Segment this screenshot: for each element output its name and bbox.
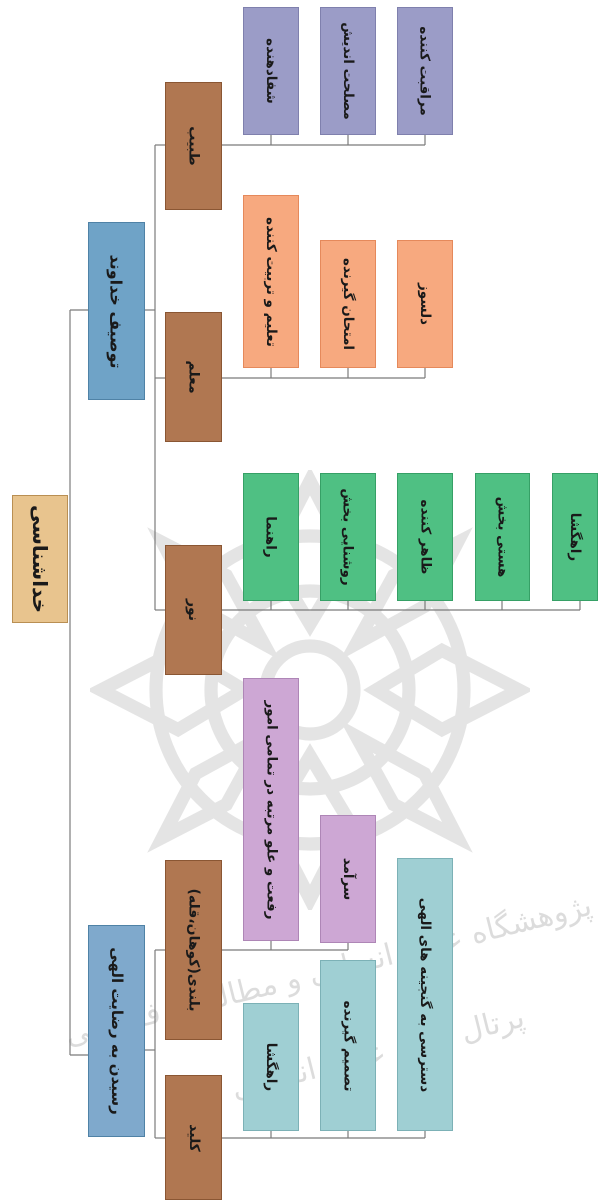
root-label: خداشناسی <box>28 504 53 614</box>
branch-label: رسیدن به رضایت الهی <box>107 947 126 1115</box>
node-physician: طبیب <box>165 82 222 210</box>
leaf-examiner: امتحان گیرنده <box>320 240 376 368</box>
leaf-illuminator: روشنایی بخش <box>320 473 376 601</box>
branch-node-describing-god: توصیف خداوند <box>88 222 145 400</box>
node-light: نور <box>165 545 222 675</box>
leaf-foremost: سرآمد <box>320 815 376 943</box>
leaf-healer: شفادهنده <box>243 7 299 135</box>
leaf-divine-treasures: دسترسی به گنجینه های الهی <box>397 858 453 1131</box>
leaf-expedient: مصلحت اندیش <box>320 7 376 135</box>
leaf-caretaker: مراقبت کننده <box>397 7 453 135</box>
leaf-educator: تعلیم و تربیت کننده <box>243 195 299 368</box>
branch-node-divine-satisfaction: رسیدن به رضایت الهی <box>88 925 145 1137</box>
leaf-existence-giver: هستی بخش <box>475 473 530 601</box>
node-teacher: معلم <box>165 312 222 442</box>
leaf-revealer: ظاهر کننده <box>397 473 453 601</box>
node-key: کلید <box>165 1075 222 1200</box>
leaf-decision-maker: تصمیم گیرنده <box>320 960 376 1131</box>
leaf-opener: راهگشا <box>552 473 598 601</box>
leaf-guide: راهنما <box>243 473 299 601</box>
leaf-opener-2: راهگشا <box>243 1003 299 1131</box>
branch-label: توصیف خداوند <box>107 253 127 369</box>
root-node: خداشناسی <box>12 495 68 623</box>
node-height: بلندی(کوهان،قله) <box>165 860 222 1040</box>
leaf-elevation: رفعت و علو مرتبه در تمامی امور <box>243 678 299 941</box>
leaf-compassionate: دلسوز <box>397 240 453 368</box>
